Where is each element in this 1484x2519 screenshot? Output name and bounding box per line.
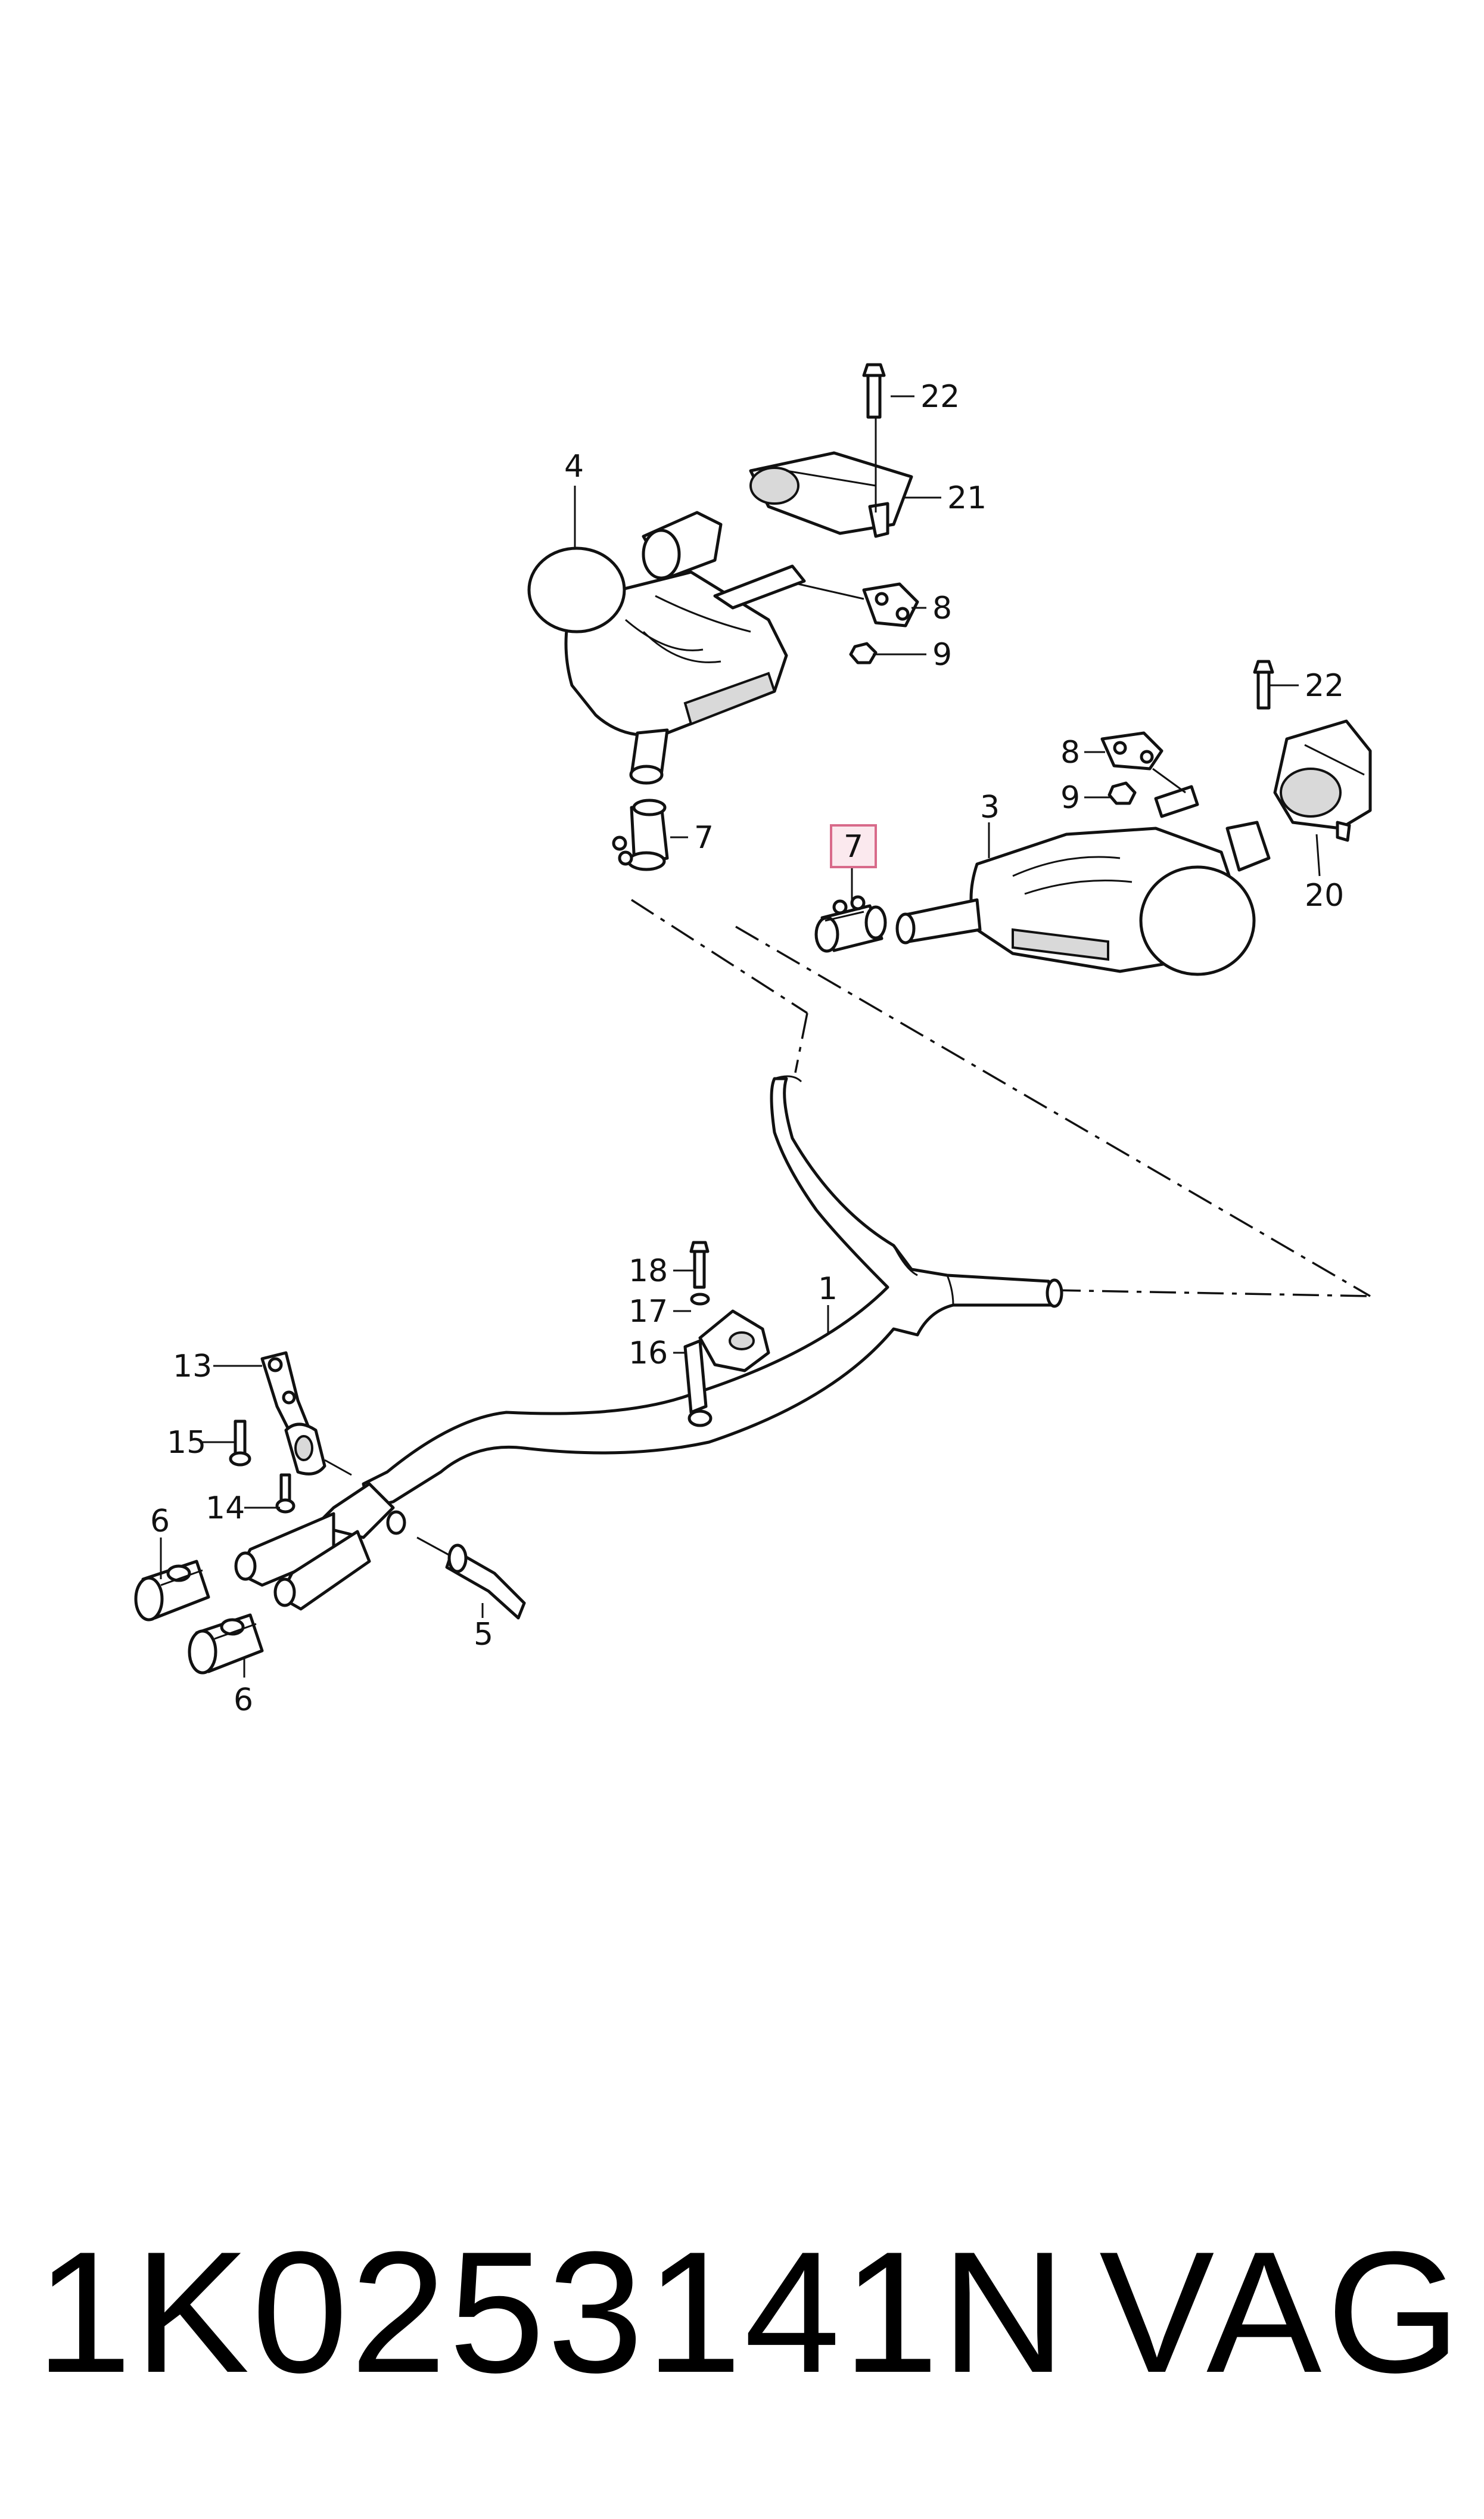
bolt-15[interactable]	[229, 1420, 251, 1467]
callout-3: 3	[980, 790, 1000, 825]
callout-6-lower: 6	[234, 1682, 253, 1718]
brand-name: VAG	[1099, 2216, 1466, 2409]
callout-6-upper: 6	[150, 1504, 170, 1539]
callout-13: 13	[173, 1349, 212, 1384]
callout-18: 18	[629, 1253, 668, 1289]
callout-9-upper: 9	[932, 637, 952, 673]
clamp-7-left[interactable]	[612, 799, 669, 871]
callout-15: 15	[167, 1425, 206, 1461]
clamp-7-right[interactable]	[814, 895, 887, 953]
nut-9-upper[interactable]	[849, 642, 878, 664]
callout-8-upper: 8	[932, 591, 952, 626]
clamp-6-upper[interactable]	[134, 1560, 210, 1622]
assembly-guide-lines	[631, 899, 1371, 1297]
rear-silencer-right[interactable]	[895, 785, 1271, 976]
callout-9-right: 9	[1060, 780, 1080, 816]
bolt-22-right[interactable]	[1253, 660, 1274, 710]
tailpipe-trim-20[interactable]	[1273, 719, 1372, 842]
callout-17: 17	[629, 1294, 668, 1330]
rubber-mount[interactable]	[284, 1422, 352, 1476]
callout-22-upper: 22	[920, 379, 960, 415]
bolt-18[interactable]	[689, 1241, 710, 1289]
clamp-6-lower[interactable]	[188, 1613, 264, 1675]
callout-1: 1	[818, 1271, 838, 1307]
nut-9-right[interactable]	[1107, 781, 1137, 805]
callout-8-right: 8	[1060, 735, 1080, 771]
front-pipe[interactable]	[362, 1075, 1063, 1509]
hanger-bracket-16[interactable]	[683, 1309, 770, 1427]
front-pipe-inlets[interactable]	[234, 1482, 406, 1611]
leader-lines	[160, 395, 1321, 1678]
callout-7-right[interactable]: 7	[844, 829, 863, 865]
part-number: 1K0253141N	[36, 2216, 1069, 2409]
callout-14: 14	[206, 1490, 245, 1526]
callout-5: 5	[474, 1617, 493, 1653]
bracket-13[interactable]	[260, 1351, 312, 1444]
bolt-14[interactable]	[275, 1473, 295, 1514]
bracket-8-right[interactable]	[1100, 731, 1186, 794]
exhaust-system-diagram: 22 21 4 8 9 22 8 9 3 7 7 20 18 1 17 16 1…	[134, 363, 1372, 1718]
callout-21: 21	[947, 480, 987, 516]
rear-silencer-left[interactable]	[527, 511, 806, 785]
callout-20: 20	[1305, 878, 1344, 914]
bolt-22-upper[interactable]	[862, 363, 886, 419]
callout-7-left: 7	[694, 820, 714, 856]
part-5-probe[interactable]	[416, 1536, 526, 1620]
bracket-8-upper[interactable]	[798, 582, 919, 628]
tailpipe-trim-21[interactable]	[749, 451, 913, 538]
callout-22-right: 22	[1305, 668, 1344, 704]
footer: 1K0253141N VAG	[36, 2217, 1466, 2408]
callout-labels: 22 21 4 8 9 22 8 9 3 7 7 20 18 1 17 16 1…	[150, 379, 1344, 1718]
callout-16: 16	[629, 1335, 668, 1371]
callout-4: 4	[564, 449, 584, 484]
selected-part-highlight	[830, 824, 877, 868]
washer-17[interactable]	[690, 1293, 710, 1306]
